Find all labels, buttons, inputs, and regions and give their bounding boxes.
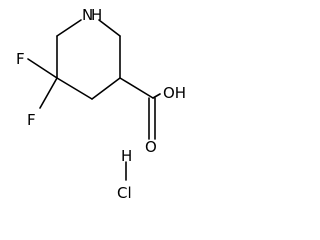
atom-cl: Cl bbox=[117, 184, 132, 202]
bond-c3-f-bottom bbox=[39, 77, 58, 109]
atom-n: N bbox=[82, 6, 93, 24]
atom-f-top: F bbox=[16, 50, 25, 68]
atom-oh: OH bbox=[163, 84, 186, 102]
bond-c-oh bbox=[152, 93, 161, 99]
bond-c5-ccooh bbox=[119, 77, 154, 99]
atom-f-bottom: F bbox=[27, 111, 36, 129]
bond-c4-c5 bbox=[91, 77, 121, 100]
bond-c3-f-top bbox=[27, 58, 58, 79]
chemical-structure: N H F F OH O H Cl bbox=[16, 6, 186, 202]
bond-c6-n bbox=[98, 19, 121, 37]
bond-c3-c4 bbox=[56, 77, 93, 100]
atom-n-h: H bbox=[91, 6, 102, 24]
atom-h: H bbox=[121, 147, 132, 165]
bond-n-c2 bbox=[56, 19, 82, 37]
atom-o: O bbox=[145, 138, 157, 156]
